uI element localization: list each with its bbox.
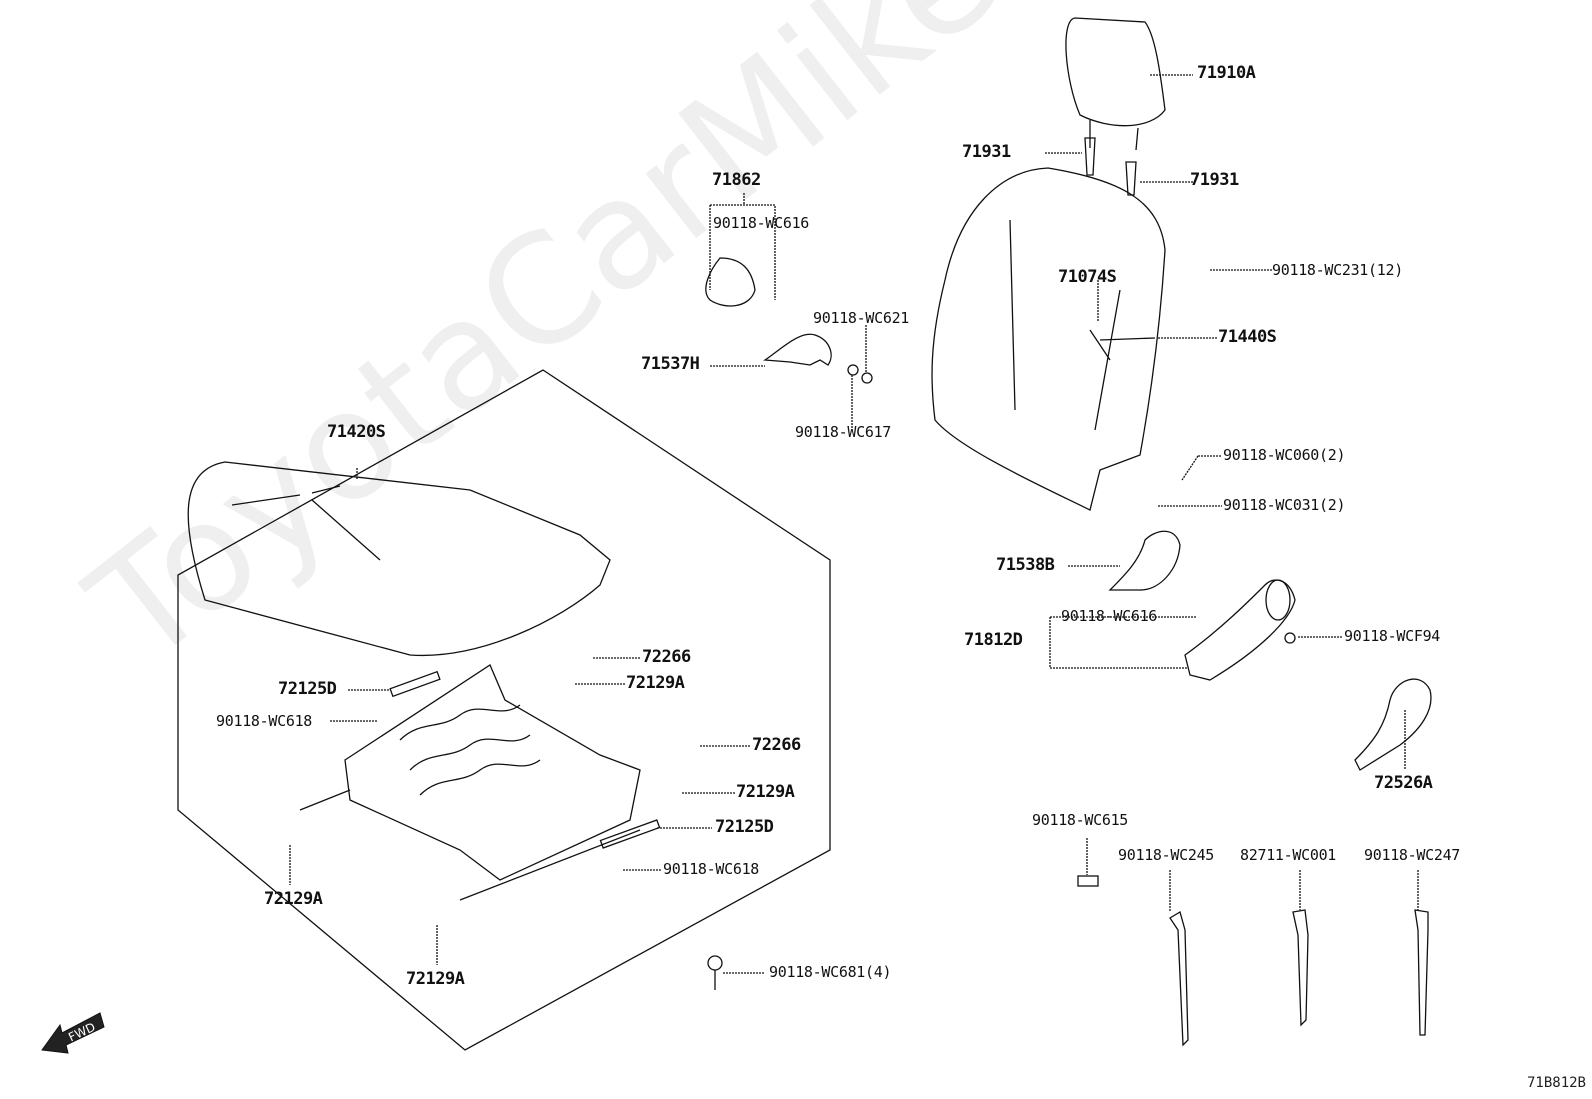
part-82711-WC001 <box>1292 909 1309 1027</box>
seat-cushion-pad <box>187 461 611 657</box>
label-90118-WC621[interactable]: 90118-WC621 <box>813 309 910 327</box>
part-72125D-right <box>599 819 661 849</box>
label-90118-WC616-mid[interactable]: 90118-WC616 <box>1061 607 1158 625</box>
label-72266-a[interactable]: 72266 <box>642 647 691 667</box>
part-71538B <box>1108 530 1181 591</box>
fwd-arrow-icon: FWD <box>40 1005 110 1059</box>
part-90118-WCF94 <box>1284 632 1296 644</box>
label-90118-WC060[interactable]: 90118-WC060(2) <box>1223 446 1346 464</box>
part-90118-WC615 <box>1077 875 1099 887</box>
seat-frame <box>344 664 641 881</box>
label-90118-WC618-b[interactable]: 90118-WC618 <box>663 860 760 878</box>
label-72125D-a[interactable]: 72125D <box>278 679 337 699</box>
label-72129A-c[interactable]: 72129A <box>264 889 323 909</box>
label-90118-WCF94[interactable]: 90118-WCF94 <box>1344 627 1441 645</box>
label-71931-right[interactable]: 71931 <box>1190 170 1239 190</box>
label-71910A[interactable]: 71910A <box>1197 63 1256 83</box>
label-71440S[interactable]: 71440S <box>1218 327 1277 347</box>
label-71862[interactable]: 71862 <box>712 170 761 190</box>
label-72266-b[interactable]: 72266 <box>752 735 801 755</box>
part-90118-WC245 <box>1169 911 1189 1047</box>
part-71931-left <box>1084 137 1096 176</box>
label-72129A-a[interactable]: 72129A <box>626 673 685 693</box>
part-90118-WC247 <box>1414 909 1429 1036</box>
label-72129A-d[interactable]: 72129A <box>406 969 465 989</box>
part-71812D <box>1184 579 1296 681</box>
cushion-assembly-frame <box>177 369 831 1051</box>
part-90118-WC681 <box>707 955 723 971</box>
label-90118-WC616-top[interactable]: 90118-WC616 <box>713 214 810 232</box>
part-71537H <box>763 333 832 366</box>
label-90118-WC031[interactable]: 90118-WC031(2) <box>1223 496 1346 514</box>
fwd-label: FWD <box>66 1020 97 1045</box>
part-71862 <box>705 257 756 307</box>
part-71931-right <box>1125 161 1137 196</box>
label-90118-WC231[interactable]: 90118-WC231(12) <box>1272 261 1403 279</box>
label-72129A-b[interactable]: 72129A <box>736 782 795 802</box>
label-71074S[interactable]: 71074S <box>1058 267 1117 287</box>
label-90118-WC615[interactable]: 90118-WC615 <box>1032 811 1129 829</box>
seatback <box>931 167 1166 511</box>
diagram-code: 71B812B <box>1526 1075 1586 1091</box>
label-71931-left[interactable]: 71931 <box>962 142 1011 162</box>
headrest <box>1065 17 1166 127</box>
label-90118-WC247[interactable]: 90118-WC247 <box>1364 846 1461 864</box>
part-72125D-left <box>389 670 441 698</box>
label-71538B[interactable]: 71538B <box>996 555 1055 575</box>
label-90118-WC617[interactable]: 90118-WC617 <box>795 423 892 441</box>
label-90118-WC618-a[interactable]: 90118-WC618 <box>216 712 313 730</box>
label-71537H[interactable]: 71537H <box>641 354 700 374</box>
label-71420S[interactable]: 71420S <box>327 422 386 442</box>
label-72125D-b[interactable]: 72125D <box>715 817 774 837</box>
label-72526A[interactable]: 72526A <box>1374 773 1433 793</box>
label-90118-WC681[interactable]: 90118-WC681(4) <box>769 963 892 981</box>
label-82711-WC001[interactable]: 82711-WC001 <box>1240 846 1337 864</box>
label-71812D[interactable]: 71812D <box>964 630 1023 650</box>
label-90118-WC245[interactable]: 90118-WC245 <box>1118 846 1215 864</box>
part-72526A <box>1354 678 1432 771</box>
